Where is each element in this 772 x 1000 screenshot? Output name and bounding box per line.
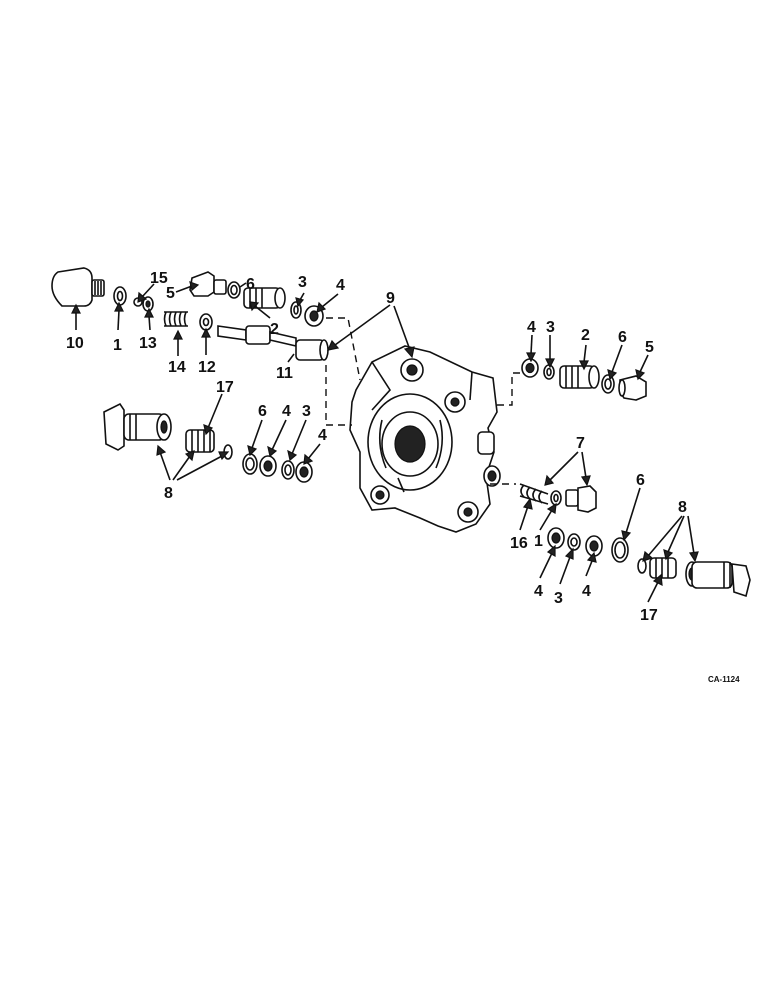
callout-label: 8: [678, 499, 687, 516]
washer-3-right-upper: [543, 364, 555, 380]
callout-label: 4: [318, 427, 327, 444]
o-ring-6-left: [242, 453, 258, 475]
callout-label: 2: [270, 321, 279, 338]
callout-label: 6: [636, 472, 645, 489]
callout-label: 10: [66, 335, 84, 352]
callout-label: 6: [618, 329, 627, 346]
callout-label: 3: [298, 274, 307, 291]
leader-lines: [71, 281, 699, 603]
callout-label: 17: [216, 379, 234, 396]
callout-label: 5: [645, 339, 654, 356]
valve-body-8-left: [103, 402, 172, 451]
callout-label: 16: [510, 535, 528, 552]
o-ring-6-right-lower: [611, 537, 629, 563]
o-ring-6-upper-left: [227, 281, 241, 299]
sleeve-2-right: [559, 365, 600, 389]
callout-label: 4: [527, 319, 536, 336]
plug-5-right: [618, 375, 647, 401]
callout-label: 12: [198, 359, 216, 376]
washer-1-lower: [550, 490, 562, 506]
callout-label: 4: [336, 277, 345, 294]
spring-17-left: [185, 429, 215, 453]
spring-14: [163, 311, 188, 327]
callout-label: 3: [302, 403, 311, 420]
callout-label: 6: [246, 276, 255, 293]
callout-label: 1: [534, 533, 543, 550]
callout-label: 15: [150, 270, 168, 287]
washer-3-left: [281, 460, 295, 480]
callout-labels: 10 1 15 13 5 6 3 4 14 12 2 11 9 17 8 6 4…: [66, 270, 687, 624]
seal-4-right-upper: [521, 358, 539, 378]
callout-label: 17: [640, 607, 658, 624]
callout-label: 2: [581, 327, 590, 344]
callout-label: 3: [554, 590, 563, 607]
washer-1-upper: [113, 286, 127, 306]
callout-label: 14: [168, 359, 186, 376]
ring-right-small: [637, 558, 647, 574]
spring-17-right: [649, 557, 677, 579]
plug-7: [565, 485, 597, 513]
callout-label: 5: [166, 285, 175, 302]
pump-housing: [349, 345, 501, 533]
seal-4-left-a: [259, 455, 277, 477]
callout-label: 6: [258, 403, 267, 420]
plug-5-upper-left: [189, 271, 227, 297]
callout-label: 4: [582, 583, 591, 600]
seal-4-right-lower-a: [547, 527, 565, 549]
relief-valve-cap: [51, 267, 105, 307]
callout-label: 1: [113, 337, 122, 354]
callout-label: 11: [276, 365, 293, 382]
spring-16: [519, 483, 549, 505]
callout-label: 9: [386, 290, 395, 307]
o-ring-6-right-upper: [601, 374, 615, 394]
valve-body-8-right: [685, 561, 751, 598]
callout-label: 4: [534, 583, 543, 600]
assembly-lines: [325, 317, 520, 485]
washer-12: [199, 313, 213, 331]
seal-4-left-b: [295, 461, 313, 483]
callout-label: 3: [546, 319, 555, 336]
washer-3-right-lower: [567, 533, 581, 551]
callout-label: 8: [164, 485, 173, 502]
callout-label: 7: [576, 435, 585, 452]
callout-label: 4: [282, 403, 291, 420]
callout-label: 13: [139, 335, 157, 352]
valve-spool-11: [217, 325, 329, 361]
figure-code: CA-1124: [708, 675, 740, 684]
